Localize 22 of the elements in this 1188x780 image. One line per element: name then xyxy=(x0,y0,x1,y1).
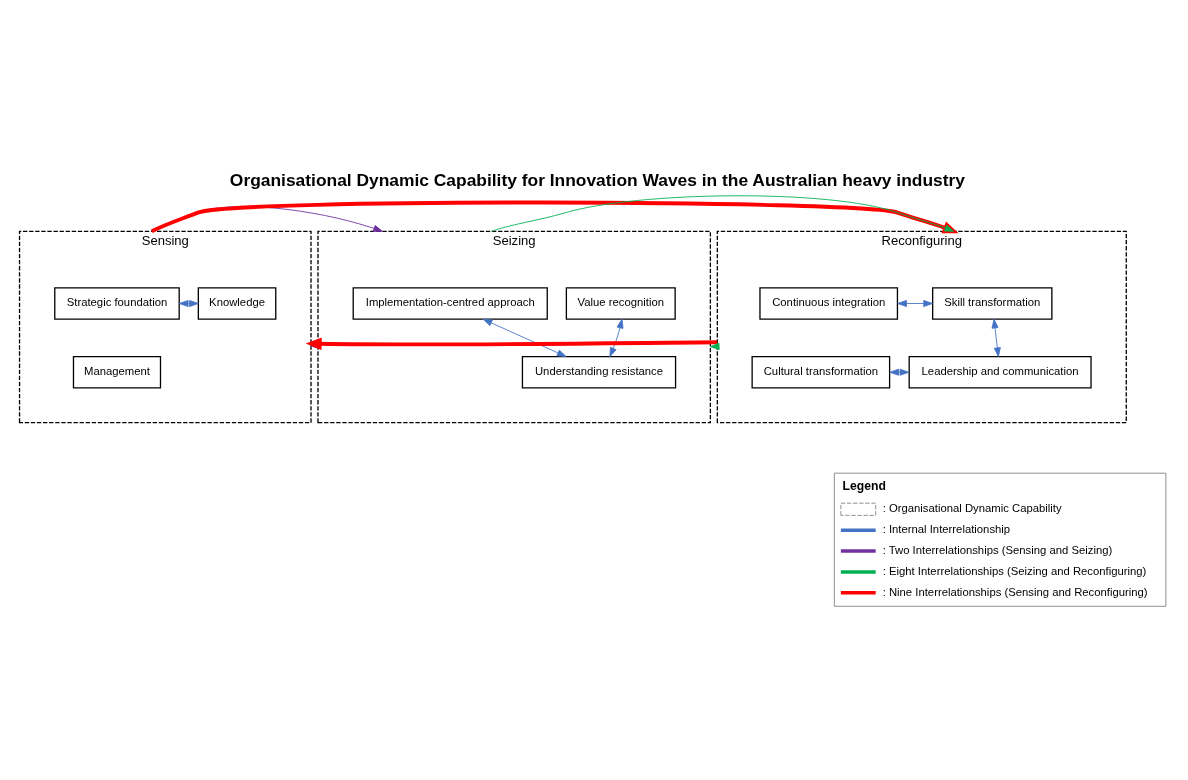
node-box: Cultural transformation xyxy=(751,355,891,389)
node-box: Leadership and communication xyxy=(908,355,1092,389)
arrow xyxy=(991,318,1001,357)
node-box: Strategic foundation xyxy=(54,286,180,320)
legend-label: : Two Interrelationships (Sensing and Seizing) xyxy=(882,543,1113,556)
node-box: Management xyxy=(72,355,162,389)
legend-label: : Nine Interrelationships (Sensing and Reconfiguring) xyxy=(882,585,1148,598)
diagram-title: Organisational Dynamic Capability for Innovation Waves in the Australian heavy industry xyxy=(229,169,965,190)
node-box: Understanding resistance xyxy=(521,355,677,389)
legend-label: : Organisational Dynamic Capability xyxy=(882,501,1062,514)
node-box: Continuous integration xyxy=(759,286,899,320)
arrow xyxy=(897,299,933,307)
node-box: Value recognition xyxy=(565,286,676,320)
node-box: Implementation-centred approach xyxy=(352,286,548,320)
label: Legend xyxy=(842,478,886,493)
legend-label: : Eight Interrelationships (Seizing and Reconfiguring) xyxy=(882,564,1147,577)
arrow xyxy=(609,318,624,357)
node-box: Skill transformation xyxy=(932,286,1053,320)
node-box: Knowledge xyxy=(197,286,277,320)
legend-label: : Internal Interrelationship xyxy=(882,522,1011,535)
arrow xyxy=(482,318,567,357)
arrow xyxy=(491,194,955,232)
